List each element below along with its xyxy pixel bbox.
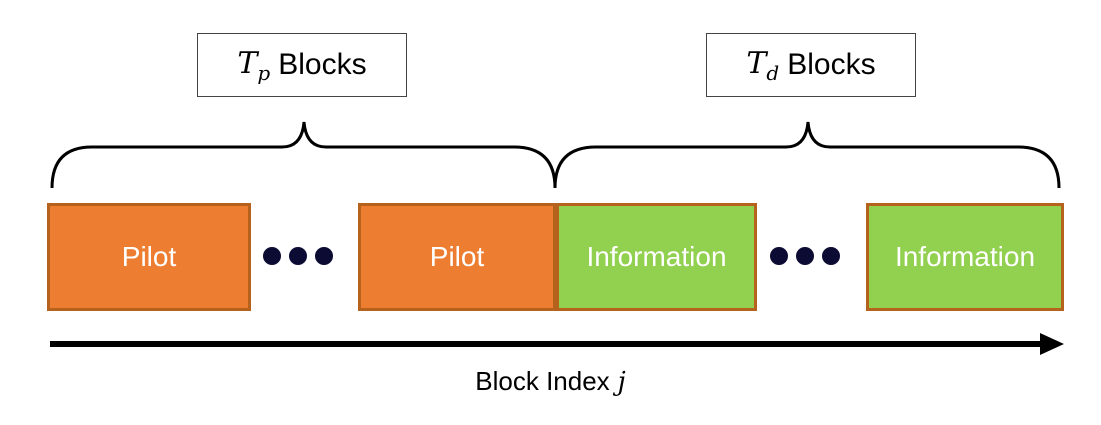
information-block-first: Information bbox=[556, 203, 757, 311]
information-block-label: Information bbox=[586, 241, 727, 272]
pilot-brace bbox=[50, 121, 557, 189]
ellipsis-dot bbox=[822, 247, 840, 265]
pilot-blocks-symbol: Tp bbox=[237, 45, 271, 85]
ellipsis-dot bbox=[263, 247, 281, 265]
information-block-last: Information bbox=[866, 203, 1064, 311]
information-block-label: Information bbox=[894, 241, 1036, 272]
pilot-block-label: Pilot bbox=[429, 241, 485, 272]
pilot-block-label: Pilot bbox=[121, 241, 177, 272]
pilot-block-last: Pilot bbox=[358, 203, 556, 311]
ellipsis-dot bbox=[289, 247, 307, 265]
ellipsis-dot bbox=[796, 247, 814, 265]
data-blocks-symbol: Td bbox=[746, 45, 780, 85]
ellipsis-dot bbox=[770, 247, 788, 265]
pilot-block-first: Pilot bbox=[47, 203, 251, 311]
axis-label-symbol: j bbox=[617, 367, 626, 397]
ellipsis-dot bbox=[315, 247, 333, 265]
pilot-blocks-suffix: Blocks bbox=[278, 48, 367, 81]
pilot-blocks-label: Tp Blocks bbox=[197, 33, 407, 97]
data-blocks-suffix: Blocks bbox=[787, 48, 876, 81]
data-brace bbox=[553, 121, 1061, 189]
data-blocks-label: Td Blocks bbox=[706, 33, 916, 97]
axis-arrowhead bbox=[1040, 333, 1064, 355]
axis-label-text: Block Index bbox=[475, 366, 610, 396]
